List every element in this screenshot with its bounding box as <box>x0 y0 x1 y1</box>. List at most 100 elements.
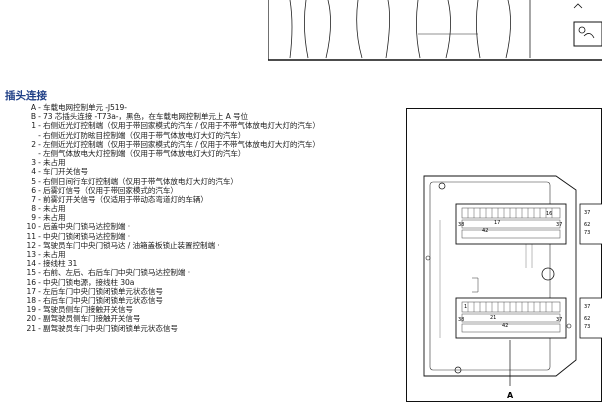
pin-row: 14-接线柱 31 <box>8 259 400 268</box>
pin-separator: - <box>38 250 41 259</box>
pin-row: 2-左侧近光灯控制端（仅用于带回家模式的汽车 / 仅用于不带气体放电灯大灯的汽车… <box>8 140 400 149</box>
pin-description: 前雾灯开关信号（仅适用于带动态弯道灯的车辆） <box>43 194 208 204</box>
lower-pin-42: 42 <box>502 323 508 329</box>
pin-separator: - <box>38 314 41 324</box>
pin-separator: - <box>38 323 41 333</box>
pin-number: A <box>30 103 36 112</box>
pin-description: 左侧近光灯控制端（仅用于带回家模式的汽车 / 仅用于不带气体放电灯大灯的汽车） <box>43 139 320 149</box>
pin-description: 驾驶员侧车门接触开关信号 <box>43 305 133 315</box>
pin-row: 18-右后车门中央门锁闭锁单元状态信号 <box>8 296 400 305</box>
pin-row: 9-未占用 <box>8 213 400 222</box>
pin-separator: - <box>38 204 41 214</box>
pin-description: 车门开关信号 <box>43 167 88 177</box>
side-connector-upper: 37 62 73 <box>579 203 602 245</box>
pin-description: 接线柱 31 <box>43 259 78 269</box>
section-title: 插头连接 <box>5 90 47 102</box>
pin-separator: - <box>38 121 41 131</box>
pin-row: 5-右侧日间行车灯控制端（仅用于带气体放电灯大灯的汽车） <box>8 177 400 186</box>
callout-label-a: A <box>507 391 514 400</box>
pin-description: 中央门锁电源，接线柱 30a <box>43 277 135 287</box>
side-upper-label-3: 73 <box>584 230 590 236</box>
pin-description: 中央门锁闭锁马达控制端 · <box>43 231 131 241</box>
pin-description: 驾驶员车门中央门锁马达 / 油箱盖板锁止装置控制端 · <box>43 240 220 250</box>
pin-description: 未占用 <box>43 204 66 214</box>
pin-description: 副驾驶员车门中央门锁闭锁单元状态信号 <box>43 323 178 333</box>
upper-pin-37: 37 <box>556 222 562 228</box>
pin-number <box>8 149 36 158</box>
connector-diagram: 16 38 17 42 37 1 21 42 38 37 37 62 73 <box>406 108 602 402</box>
pin-description: 73 芯插头连接 -T73a-，黑色，在车载电网控制单元上 A 号位 <box>43 112 249 122</box>
pin-row: A-车载电网控制单元 -J519- <box>8 103 400 112</box>
upper-connector: 16 38 17 42 37 <box>455 203 567 245</box>
pin-separator: - <box>38 305 41 315</box>
pin-number: 10 <box>26 222 37 232</box>
pin-row: -左侧气体放电大灯控制端（仅用于带气体放电灯大灯的汽车） <box>8 149 400 158</box>
side-lower-label-3: 73 <box>584 324 590 330</box>
pin-separator: - <box>38 295 41 305</box>
pin-separator: - <box>38 240 41 250</box>
pin-separator: - <box>38 176 41 186</box>
pin-number: 7 <box>31 194 36 204</box>
pin-row: 15-右前、左后、右后车门中央门锁马达控制端 · <box>8 268 400 277</box>
lower-pin-1: 1 <box>464 304 467 310</box>
pin-row: 16-中央门锁电源，接线柱 30a <box>8 278 400 287</box>
pin-row: 6-后雾灯信号（仅用于带回家模式的汽车） <box>8 186 400 195</box>
pin-number: 12 <box>26 240 37 250</box>
pin-description: 右侧日间行车灯控制端（仅用于带气体放电灯大灯的汽车） <box>43 176 238 186</box>
lower-pin-21: 21 <box>490 315 496 321</box>
pin-number: 11 <box>26 231 37 241</box>
pin-row: 4-车门开关信号 <box>8 167 400 176</box>
pin-description: 未占用 <box>43 250 66 259</box>
pin-row: -右侧近光灯防眩目控制端（仅用于带气体放电灯大灯的汽车） <box>8 131 400 140</box>
pin-description: 后盖中央门锁马达控制端 · <box>43 222 131 232</box>
pin-description: 未占用 <box>43 158 66 168</box>
pin-separator: - <box>38 112 41 122</box>
pin-separator: - <box>38 185 41 195</box>
pin-row: 11-中央门锁闭锁马达控制端 · <box>8 232 400 241</box>
pin-number: 9 <box>31 213 36 223</box>
pin-row: 12-驾驶员车门中央门锁马达 / 油箱盖板锁止装置控制端 · <box>8 241 400 250</box>
pin-number: 21 <box>26 323 37 333</box>
pin-separator: - <box>38 277 41 287</box>
pin-separator: - <box>38 148 41 158</box>
pin-separator: - <box>38 259 41 269</box>
pin-row: B-73 芯插头连接 -T73a-，黑色，在车载电网控制单元上 A 号位 <box>8 112 400 121</box>
pin-description: 左后车门中央门锁闭锁单元状态信号 <box>43 286 163 296</box>
pin-separator: - <box>38 103 41 112</box>
pin-separator: - <box>38 167 41 177</box>
pin-separator: - <box>38 268 41 278</box>
pin-row: 1-右侧近光灯控制端（仅用于带回家模式的汽车 / 仅用于不带气体放电灯大灯的汽车… <box>8 121 400 130</box>
pin-row: 20-副驾驶员侧车门接触开关信号 <box>8 314 400 323</box>
upper-pin-38: 38 <box>458 222 464 228</box>
side-upper-label-2: 62 <box>584 222 590 228</box>
side-upper-label-1: 37 <box>584 210 590 216</box>
pin-row: 21-副驾驶员车门中央门锁闭锁单元状态信号 <box>8 324 400 333</box>
pin-separator: - <box>38 194 41 204</box>
pin-number: 19 <box>26 305 37 315</box>
pin-separator: - <box>38 286 41 296</box>
pin-description: 右前、左后、右后车门中央门锁马达控制端 · <box>43 268 191 278</box>
pin-number: 15 <box>26 268 37 278</box>
pin-number: 2 <box>31 139 36 149</box>
pin-description: 未占用 <box>43 213 66 223</box>
pin-number: 17 <box>26 286 37 296</box>
pin-number <box>8 131 36 140</box>
upper-pin-42: 42 <box>482 228 488 234</box>
pin-description: 左侧气体放电大灯控制端（仅用于带气体放电灯大灯的汽车） <box>43 148 246 158</box>
pin-number: 8 <box>31 204 36 214</box>
pin-number: 18 <box>26 295 37 305</box>
upper-pin-16: 16 <box>546 211 552 217</box>
pin-description: 后雾灯信号（仅用于带回家模式的汽车） <box>43 185 178 195</box>
pin-row: 13-未占用 <box>8 250 400 259</box>
pin-description: 副驾驶员侧车门接触开关信号 <box>43 314 141 324</box>
side-connector-lower: 37 62 73 <box>579 297 602 339</box>
pin-number: 5 <box>31 176 36 186</box>
side-lower-label-1: 37 <box>584 304 590 310</box>
pin-description: 右后车门中央门锁闭锁单元状态信号 <box>43 295 163 305</box>
pin-number: 20 <box>26 314 37 324</box>
pin-assignment-list: A-车载电网控制单元 -J519-B-73 芯插头连接 -T73a-，黑色，在车… <box>8 103 400 333</box>
pin-description: 右侧近光灯防眩目控制端（仅用于带气体放电灯大灯的汽车） <box>43 130 246 140</box>
pin-separator: - <box>38 213 41 223</box>
pin-number: 3 <box>31 158 36 168</box>
lower-connector: 1 21 42 38 37 <box>455 297 567 339</box>
